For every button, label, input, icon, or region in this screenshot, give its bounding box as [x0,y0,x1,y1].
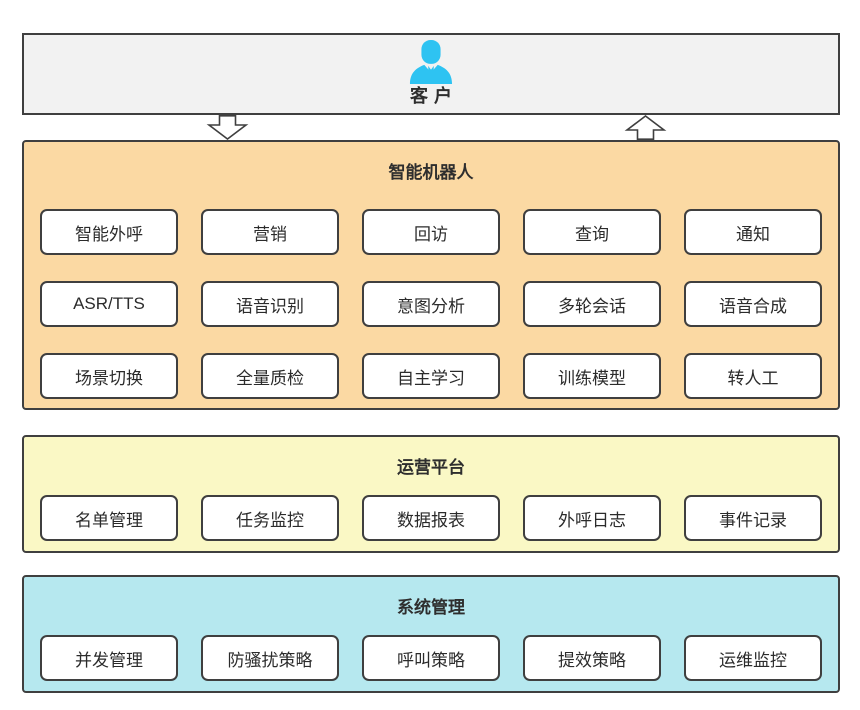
section-system-management: 系统管理 并发管理防骚扰策略呼叫策略提效策略运维监控 [22,575,840,693]
module-box: ASR/TTS [40,281,178,327]
section-title: 运营平台 [397,458,465,477]
module-box: 训练模型 [523,353,661,399]
section-intelligent-robot: 智能机器人 智能外呼营销回访查询通知 ASR/TTS 语音识别意图分析多轮会话语音合… [22,140,840,410]
module-row: 并发管理防骚扰策略呼叫策略提效策略运维监控 [40,635,822,681]
module-box: 意图分析 [362,281,500,327]
module-box: 外呼日志 [523,495,661,541]
arrow-down-icon [205,115,250,140]
module-row: 场景切换全量质检自主学习训练模型转人工 [40,353,822,399]
module-box: 运维监控 [684,635,822,681]
module-row: 智能外呼营销回访查询通知 [40,209,822,255]
flow-arrows [22,115,840,140]
module-box: 语音识别 [201,281,339,327]
module-box: 多轮会话 [523,281,661,327]
module-box: 转人工 [684,353,822,399]
module-row: 名单管理任务监控数据报表外呼日志事件记录 [40,495,822,541]
customer-person-icon [408,40,454,84]
module-box: 场景切换 [40,353,178,399]
arrow-up-icon [623,115,668,140]
module-box: 数据报表 [362,495,500,541]
module-grid: 名单管理任务监控数据报表外呼日志事件记录 [40,495,822,541]
customer-label: 客户 [410,86,458,106]
module-box: 并发管理 [40,635,178,681]
module-box: 任务监控 [201,495,339,541]
section-title: 系统管理 [397,598,465,617]
module-box: 全量质检 [201,353,339,399]
section-title: 智能机器人 [388,163,474,182]
module-grid: 智能外呼营销回访查询通知 ASR/TTS 语音识别意图分析多轮会话语音合成场景切换全… [40,209,822,399]
module-box: 通知 [684,209,822,255]
module-row: ASR/TTS 语音识别意图分析多轮会话语音合成 [40,281,822,327]
module-box: 查询 [523,209,661,255]
module-box: 智能外呼 [40,209,178,255]
module-box: 自主学习 [362,353,500,399]
module-box: 事件记录 [684,495,822,541]
module-box: 语音合成 [684,281,822,327]
module-box: 呼叫策略 [362,635,500,681]
module-grid: 并发管理防骚扰策略呼叫策略提效策略运维监控 [40,635,822,681]
module-box: 回访 [362,209,500,255]
module-box: 营销 [201,209,339,255]
customer-box: 客户 [22,33,840,115]
module-box: 提效策略 [523,635,661,681]
module-box: 防骚扰策略 [201,635,339,681]
section-operations-platform: 运营平台 名单管理任务监控数据报表外呼日志事件记录 [22,435,840,553]
module-box: 名单管理 [40,495,178,541]
